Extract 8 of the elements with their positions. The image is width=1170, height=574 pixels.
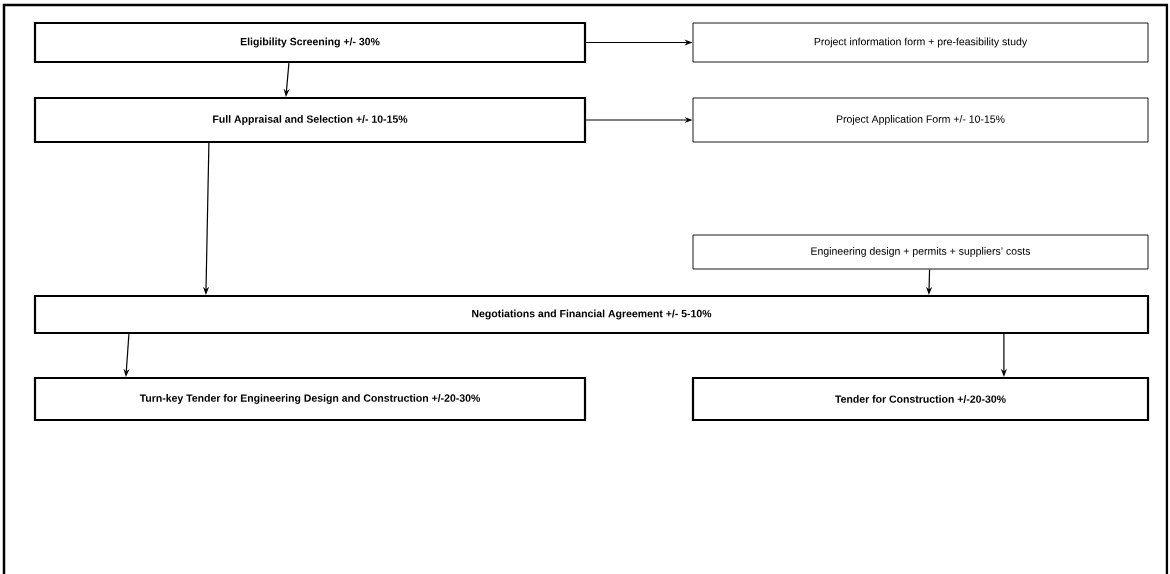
document-box: Engineering design + permits + suppliers’ costs: [692, 234, 1149, 270]
stage-box: Full Appraisal and Selection +/- 10-15%: [33, 96, 587, 144]
document-box: Project information form + pre-feasibility study: [692, 22, 1149, 63]
stage-box: Negotiations and Financial Agreement +/- 5-10%: [33, 294, 1150, 335]
stage-box: Turn-key Tender for Engineering Design and Construction +/-20-30%: [33, 376, 587, 422]
document-box: Project Application Form +/- 10-15%: [692, 97, 1149, 143]
stage-box: Eligibility Screening +/- 30%: [33, 21, 587, 64]
stage-box: Tender for Construction +/-20-30%: [691, 376, 1150, 422]
